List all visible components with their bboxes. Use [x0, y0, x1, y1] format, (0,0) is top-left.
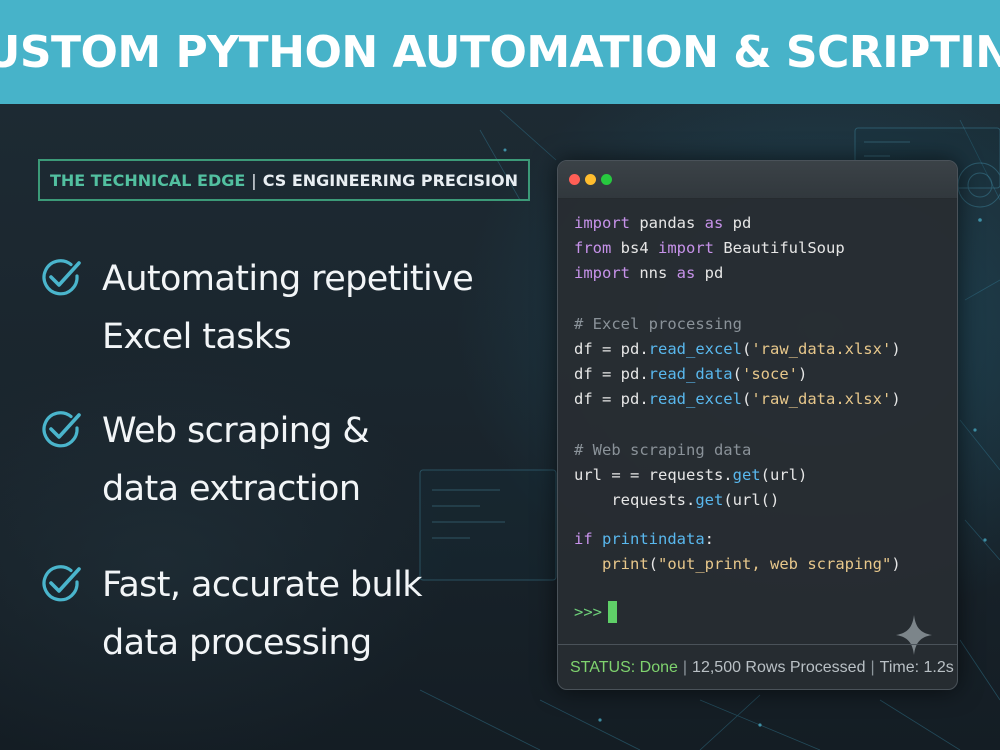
tagline-part-b: CS ENGINEERING PRECISION [262, 170, 518, 190]
feature-line-2: data extraction [102, 469, 361, 509]
code-keyword: as [704, 214, 724, 232]
feature-text: Web scraping & data extraction [102, 402, 370, 518]
code-text: ( [741, 390, 752, 408]
code-text: ) [798, 365, 808, 383]
code-keyword: import [574, 264, 630, 282]
code-line: df = pd.read_excel('raw_data.xlsx') [574, 389, 901, 409]
code-line: url = = requests.get(url) [574, 465, 807, 485]
tagline-part-a: THE TECHNICAL EDGE [50, 170, 246, 190]
close-dot-icon[interactable] [569, 174, 580, 185]
code-comment: # Web scraping data [574, 441, 752, 459]
code-block: import pandas as pd from bs4 import Beau… [574, 213, 954, 573]
code-text: df = pd. [574, 365, 649, 383]
code-string: "out_print, web scraping" [658, 555, 892, 573]
code-text: url = = requests. [574, 466, 733, 484]
code-text: ) [891, 555, 901, 573]
status-separator: | [682, 659, 688, 676]
feature-line-1: Automating repetitive [102, 259, 474, 299]
code-line: import nns as pd [574, 263, 723, 283]
status-rows: 12,500 Rows Processed [692, 659, 866, 676]
feature-item: Web scraping & data extraction [40, 402, 520, 518]
code-keyword: import [658, 239, 714, 257]
code-line: df = pd.read_data('soce') [574, 364, 807, 384]
feature-line-1: Web scraping & [102, 411, 370, 451]
feature-line-1: Fast, accurate bulk [102, 565, 423, 605]
code-text: requests. [574, 491, 696, 509]
code-string: 'soce' [742, 365, 798, 383]
code-function: read_data [648, 365, 733, 383]
code-comment: # Excel processing [574, 315, 742, 333]
code-text: bs4 [611, 239, 658, 257]
code-line: # Web scraping data [574, 440, 751, 460]
code-line: requests.get(url() [574, 490, 779, 510]
code-text: ( [732, 365, 742, 383]
code-text: df = pd. [574, 390, 649, 408]
code-line: df = pd.read_excel('raw_data.xlsx') [574, 339, 901, 359]
code-terminal-window: import pandas as pd from bs4 import Beau… [557, 160, 958, 690]
feature-item: Fast, accurate bulk data processing [40, 556, 520, 672]
tagline-box: THE TECHNICAL EDGE | CS ENGINEERING PREC… [38, 159, 530, 201]
code-text: nns [630, 264, 677, 282]
code-text: BeautifulSoup [714, 239, 845, 257]
code-text: (url() [723, 491, 780, 509]
feature-line-2: data processing [102, 623, 372, 663]
code-line: # Excel processing [574, 314, 742, 334]
code-text: pandas [630, 214, 705, 232]
code-line: print("out_print, web scraping") [574, 554, 901, 574]
page-title: CUSTOM PYTHON AUTOMATION & SCRIPTING [0, 26, 1000, 78]
code-keyword: from [574, 239, 612, 257]
code-function: printindata [592, 530, 705, 548]
feature-text: Automating repetitive Excel tasks [102, 250, 474, 366]
feature-item: Automating repetitive Excel tasks [40, 250, 520, 366]
code-text: pd [723, 214, 752, 232]
maximize-dot-icon[interactable] [601, 174, 612, 185]
header-banner: CUSTOM PYTHON AUTOMATION & SCRIPTING [0, 0, 1000, 104]
code-string: 'raw_data.xlsx' [751, 390, 892, 408]
code-keyword: as [676, 264, 696, 282]
status-bar: STATUS: Done | 12,500 Rows Processed | T… [558, 644, 957, 689]
code-keyword: if [574, 530, 593, 548]
code-line: import pandas as pd [574, 213, 751, 233]
code-function: print [602, 555, 649, 573]
code-keyword: import [574, 214, 630, 232]
checkmark-circle-icon [42, 565, 81, 602]
code-text: (url) [760, 466, 808, 484]
code-text [574, 555, 602, 573]
code-text: ) [891, 340, 901, 358]
terminal-titlebar [558, 161, 957, 199]
terminal-cursor[interactable] [608, 601, 617, 623]
status-time: Time: 1.2s [879, 659, 954, 676]
code-text: pd [695, 264, 724, 282]
code-string: 'raw_data.xlsx' [751, 340, 892, 358]
code-function: get [695, 491, 724, 509]
code-line: if printindata: [574, 529, 714, 549]
tagline-separator: | [251, 170, 257, 190]
minimize-dot-icon[interactable] [585, 174, 596, 185]
checkmark-circle-icon [42, 259, 81, 296]
status-separator: | [870, 659, 875, 676]
feature-text: Fast, accurate bulk data processing [102, 556, 423, 672]
code-function: get [732, 466, 761, 484]
code-line: from bs4 import BeautifulSoup [574, 238, 845, 258]
status-label: STATUS: Done [570, 659, 678, 676]
code-function: read_excel [648, 390, 742, 408]
code-text: ) [891, 390, 901, 408]
code-function: read_excel [648, 340, 742, 358]
sparkle-icon [896, 615, 932, 655]
code-text: ( [741, 340, 752, 358]
code-text: ( [648, 555, 659, 573]
code-text: df = pd. [574, 340, 649, 358]
terminal-prompt: >>> [574, 603, 602, 621]
code-text: : [704, 530, 714, 548]
feature-line-2: Excel tasks [102, 317, 292, 357]
checkmark-circle-icon [42, 411, 81, 448]
